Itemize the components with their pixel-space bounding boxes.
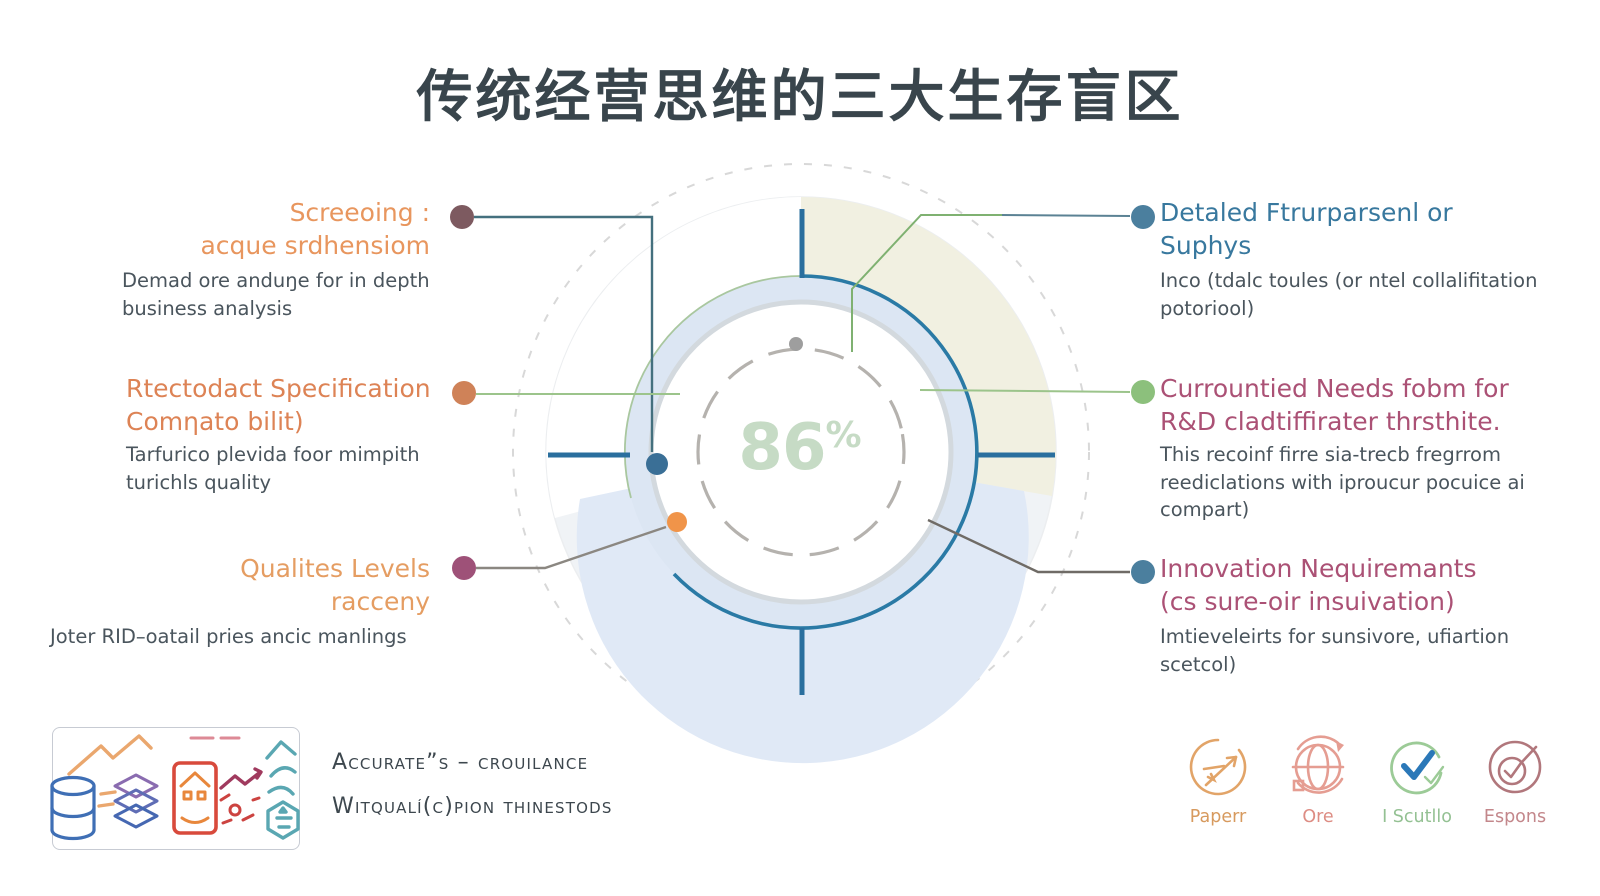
callout-right-mid-body: This recoinf firre sia-trecb fregrrom re… — [1160, 443, 1525, 522]
gauge-arc — [672, 274, 979, 630]
doodle-illustration — [50, 734, 300, 841]
heading-line: Qualites Levels — [240, 554, 430, 583]
trend-line-icon — [67, 734, 153, 808]
house-frame-icon — [172, 761, 218, 835]
callout-right-bottom-body: Imtieveleirts for sunsivore, ufiartion s… — [1160, 625, 1510, 676]
callout-right-top-body: Inco (tdalc toules (or ntel collalifitat… — [1160, 269, 1538, 320]
gauge-number: 86 — [738, 411, 826, 485]
heading-line: Currountied Needs fobm for — [1160, 374, 1509, 403]
callout-left-mid-body: Tarfurico plevida foor mimpith turichls … — [126, 443, 420, 494]
bullet-right-top — [1131, 205, 1155, 229]
connector-left-top — [474, 215, 654, 452]
footer-caption-line-1: Accurate”s – crouilance — [332, 750, 589, 775]
legend-label: Ore — [1302, 807, 1334, 827]
heading-line: acque srdhensiom — [200, 231, 430, 260]
database-icon — [50, 775, 96, 841]
connector-right-top-h — [999, 214, 1131, 217]
heading-line: Suphys — [1160, 231, 1252, 260]
callout-right-top-heading: Detaled Ftrurparsenl or Suphys — [1160, 196, 1560, 262]
bullet-left-bottom — [452, 556, 476, 580]
callout-left-top-heading: Screeoing : acque srdhensiom — [63, 196, 430, 262]
inner-dashed-circle — [696, 347, 906, 557]
layer-stack-icon — [113, 773, 159, 829]
connector-right-mid — [919, 389, 1131, 393]
heading-line: Detaled Ftrurparsenl or — [1160, 198, 1453, 227]
heading-line: racceny — [330, 587, 430, 616]
connector-left-top-end-dot — [646, 453, 668, 475]
callout-left-bottom-body: Joter RID–oatail pries ancic manlings — [50, 625, 407, 648]
legend-label: I Scutllo — [1382, 807, 1452, 827]
heading-line: Innovation Nequiremants — [1160, 554, 1477, 583]
bullet-right-bottom — [1131, 560, 1155, 584]
page-title: 传统经营思维的三大生存盲区 — [416, 65, 1184, 130]
heading-line: Rtectodact Specification — [126, 374, 431, 403]
callout-left-bottom-heading: Qualites Levels racceny — [63, 552, 430, 618]
scatter-arrow-icon — [219, 767, 263, 825]
outer-dashed-circle — [512, 163, 1090, 741]
connector-right-bottom — [927, 518, 1130, 574]
pencil-arrow-circle-icon — [1189, 738, 1247, 796]
teal-glyph-icon — [265, 740, 300, 840]
inner-ring-band — [625, 276, 977, 628]
gauge-unit: % — [825, 415, 862, 456]
verified-circle-icon — [1488, 740, 1542, 794]
globe-refresh-icon — [1291, 735, 1345, 794]
legend-label: Espons — [1483, 807, 1547, 827]
legend-label: Paperr — [1189, 807, 1247, 827]
dashed-circle-dot — [789, 337, 803, 351]
green-arc — [624, 275, 802, 499]
callout-right-mid-heading: Currountied Needs fobm for R&D cladtiffi… — [1160, 372, 1570, 438]
callout-right-bottom-heading: Innovation Nequiremants (cs sure-oir ins… — [1160, 552, 1570, 618]
footer-caption-line-2: Witqualí(c)pion thinestods — [332, 794, 613, 819]
illustration-panel — [50, 727, 300, 850]
connector-right-top-green — [851, 214, 1002, 352]
connector-left-bottom — [476, 525, 667, 570]
legend-item-scutllo: I Scutllo — [1362, 733, 1472, 827]
check-circle-icon — [1390, 741, 1445, 795]
bullet-right-mid — [1131, 380, 1155, 404]
heading-line: Screeoing : — [289, 198, 430, 227]
bullet-left-top — [450, 205, 474, 229]
legend-item-paperr: Paperr — [1163, 733, 1273, 827]
callout-left-mid-heading: Rtectodact Specification Comηato bilit) — [126, 372, 448, 438]
gauge-value: 86% — [738, 411, 861, 485]
connector-left-bottom-end-dot — [667, 512, 687, 532]
legend-item-ore: Ore — [1263, 733, 1373, 827]
callout-left-top-body: Demad ore anduŋe for in depth business a… — [122, 269, 430, 320]
bullet-left-mid — [452, 381, 476, 405]
heading-line: Comηato bilit) — [126, 407, 304, 436]
legend-item-espons: Espons — [1460, 733, 1570, 827]
heading-line: (cs sure-oir insuivation) — [1160, 587, 1455, 616]
heading-line: R&D cladtiffirater thrsthite. — [1160, 407, 1501, 436]
